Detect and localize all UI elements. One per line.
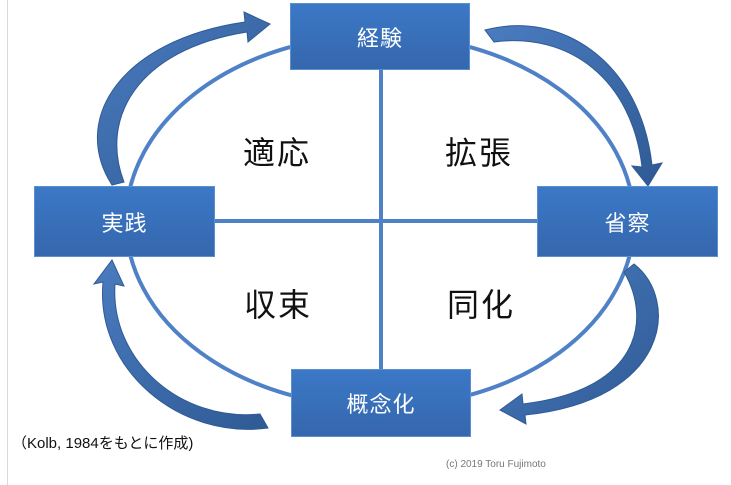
stage-reflection-label: 省察 xyxy=(604,211,651,237)
stage-reflection-box: 省察 xyxy=(537,186,718,257)
source-caption: （Kolb, 1984をもとに作成) xyxy=(12,435,194,452)
quadrant-converging: 収束 xyxy=(244,286,313,324)
left-border-line xyxy=(7,0,8,485)
arrow-right-to-bottom xyxy=(499,263,659,425)
quadrant-assimilating: 同化 xyxy=(447,286,516,324)
arrow-left-to-top xyxy=(96,11,271,186)
stage-conceptualization-label: 概念化 xyxy=(346,393,416,418)
stage-practice-box: 実践 xyxy=(34,186,215,257)
stage-practice-label: 実践 xyxy=(101,211,148,237)
arrow-bottom-to-left xyxy=(92,259,269,430)
quadrant-accommodating: 適応 xyxy=(243,134,312,172)
copyright-notice: (c) 2019 Toru Fujimoto xyxy=(446,459,546,470)
stage-experience-box: 経験 xyxy=(290,3,470,70)
stage-experience-label: 経験 xyxy=(356,26,403,52)
stage-conceptualization-box: 概念化 xyxy=(291,369,471,437)
quadrant-diverging: 拡張 xyxy=(445,134,514,172)
